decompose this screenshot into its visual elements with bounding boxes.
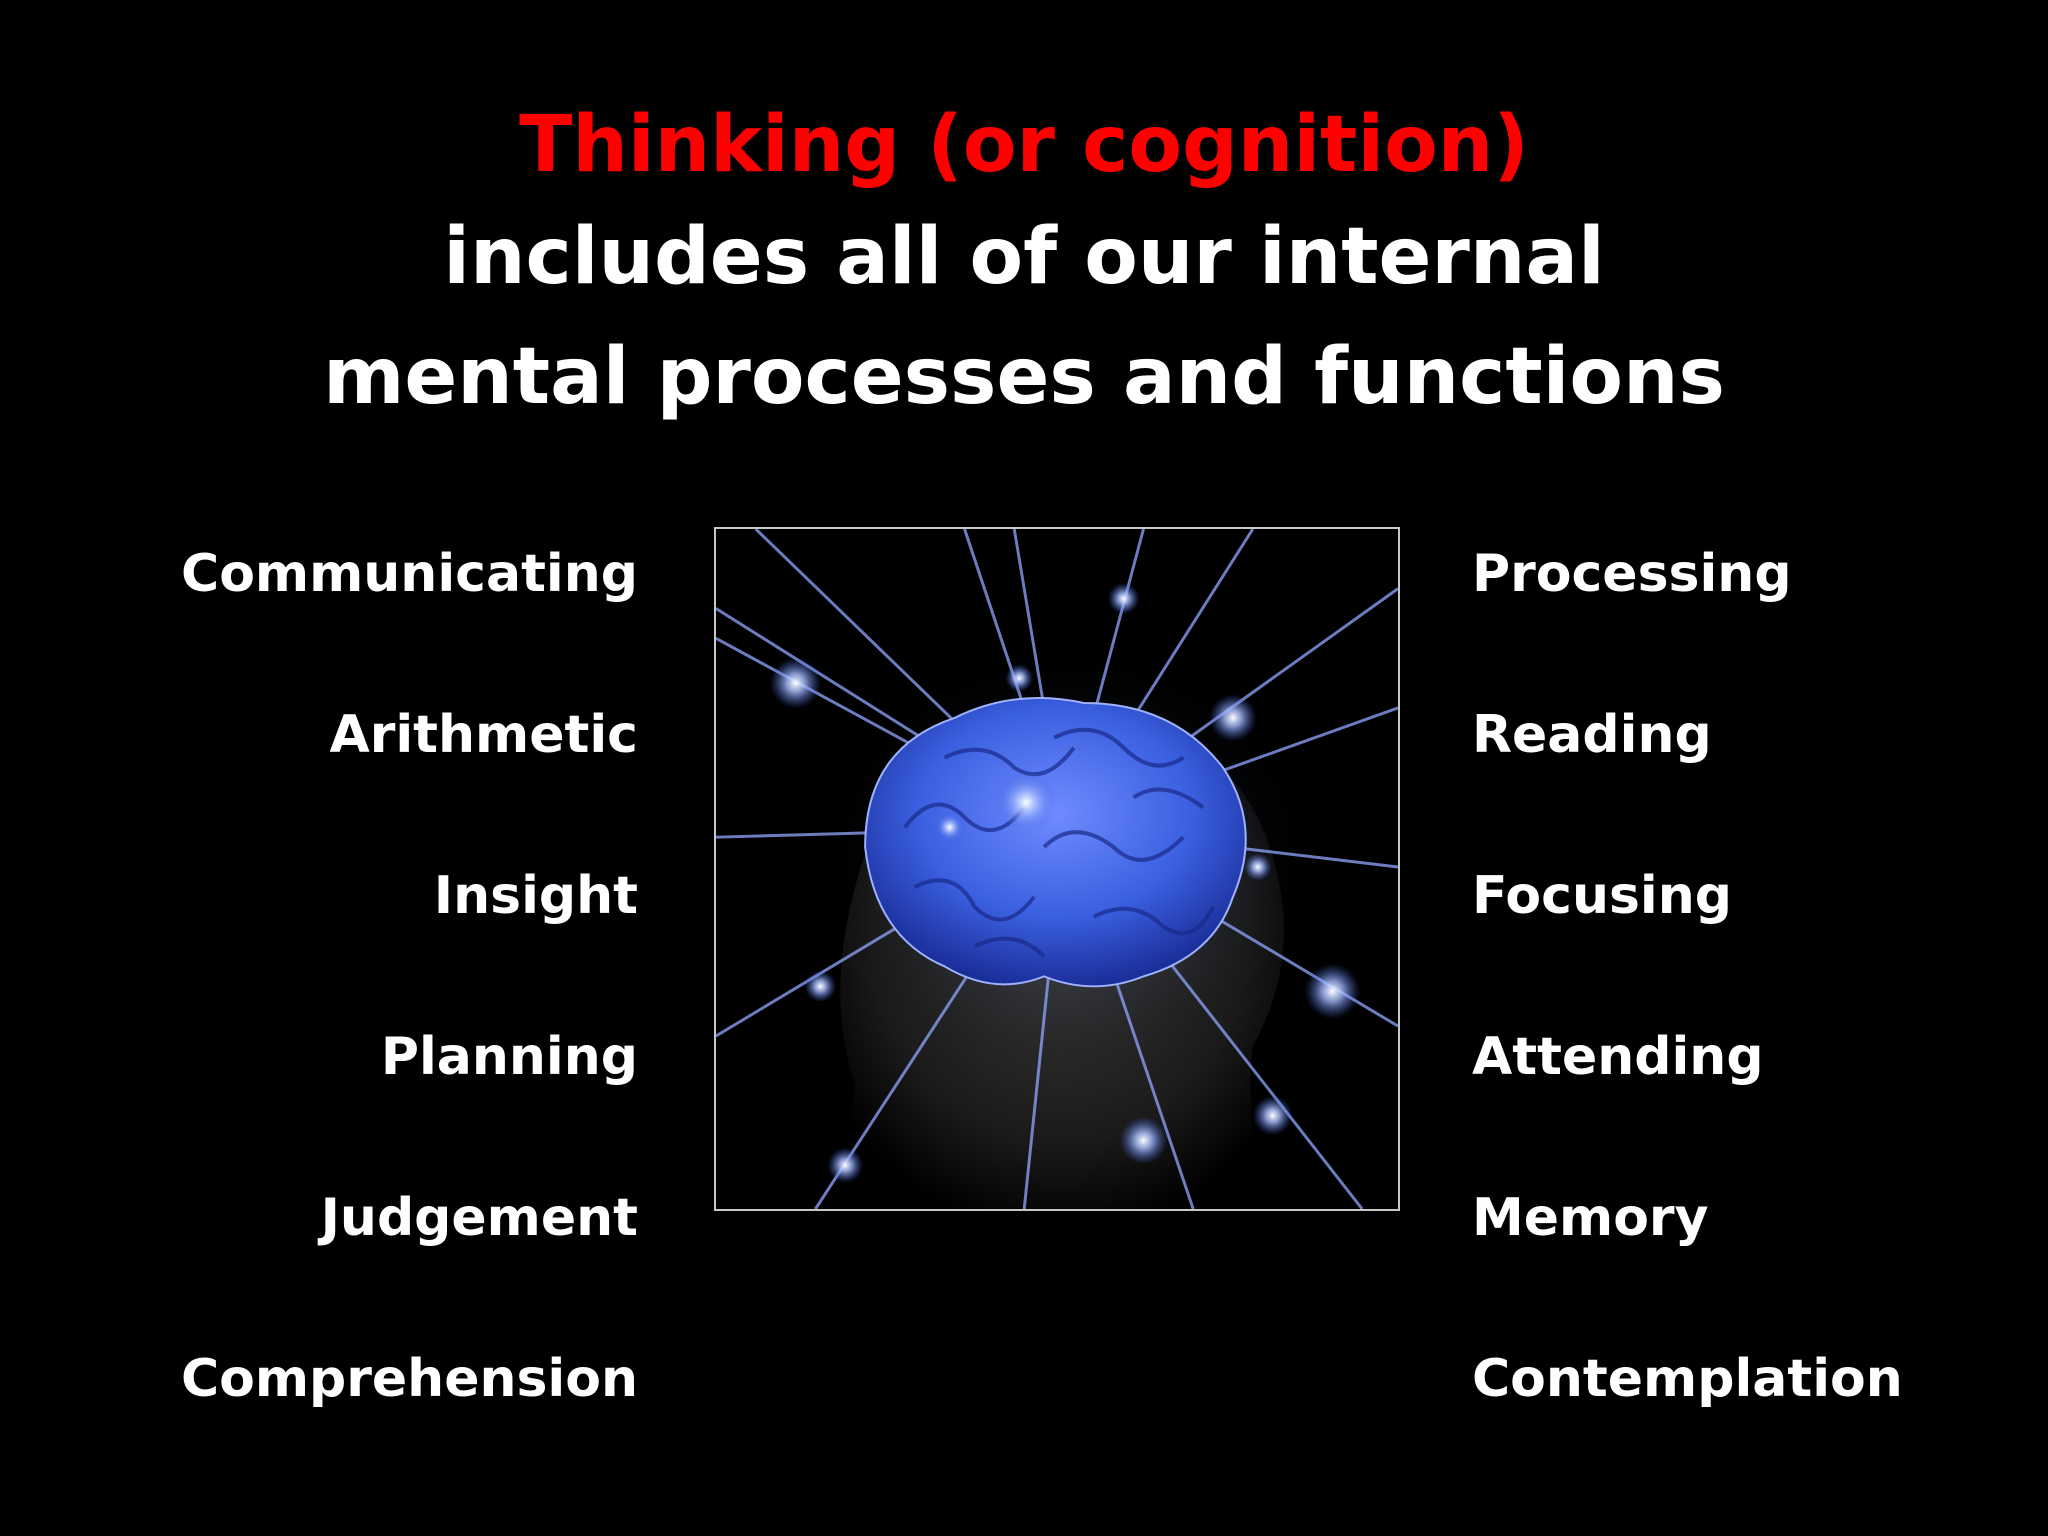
right-list-item: Processing (1472, 544, 1792, 604)
left-list-item: Insight (433, 866, 638, 926)
right-list-item: Memory (1472, 1188, 1709, 1248)
brain-image (714, 527, 1400, 1211)
left-list-item: Planning (380, 1027, 638, 1087)
right-list-item: Contemplation (1472, 1349, 1903, 1409)
right-list-item: Reading (1472, 705, 1712, 765)
left-list-item: Comprehension (180, 1349, 638, 1409)
slide-title-line-3: mental processes and functions (323, 332, 1725, 422)
right-list-item: Attending (1472, 1027, 1764, 1087)
slide-title-highlight: Thinking (or cognition) (519, 100, 1529, 190)
right-list-item: Focusing (1472, 866, 1732, 926)
left-list-item: Judgement (320, 1188, 638, 1248)
left-list-item: Arithmetic (329, 705, 638, 765)
brain-illustration (716, 529, 1398, 1209)
left-list-item: Communicating (181, 544, 638, 604)
slide-title-line-2: includes all of our internal (443, 212, 1605, 302)
